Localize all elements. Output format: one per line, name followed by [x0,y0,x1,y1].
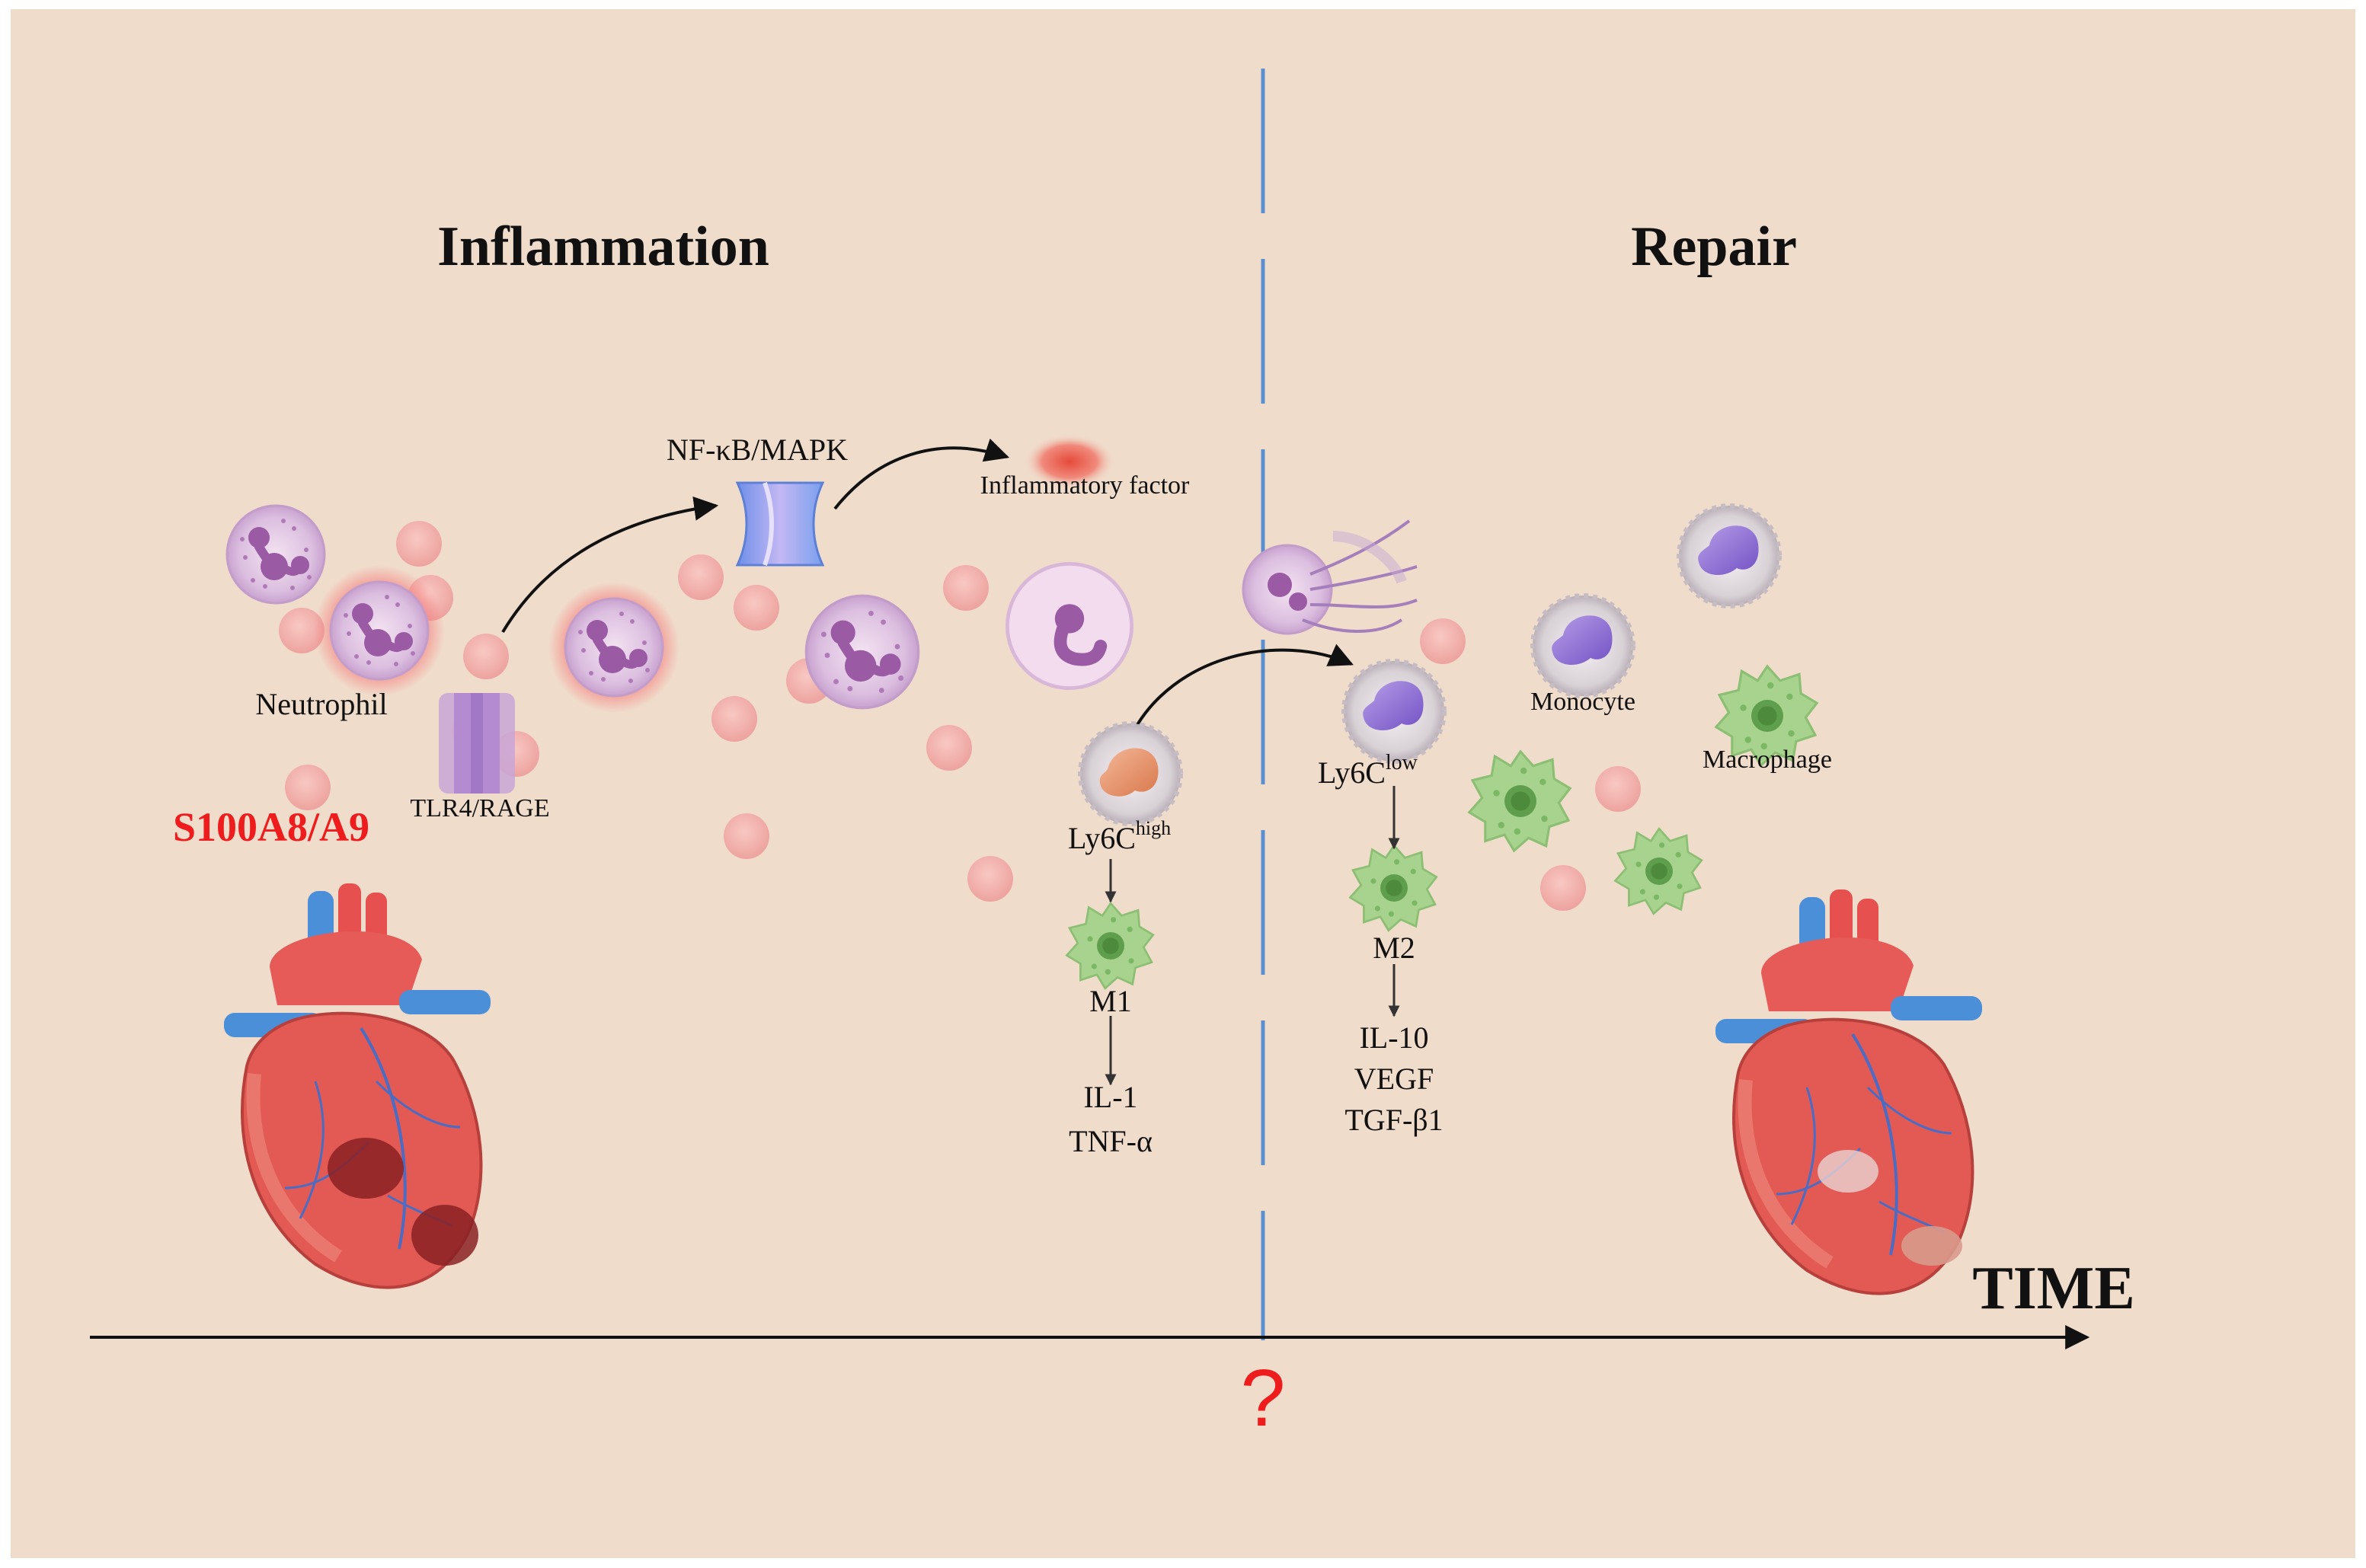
neutrophil-cell-icon [1005,561,1134,691]
m1-label: M1 [1089,984,1132,1018]
net-neutrophil-icon [1242,519,1418,635]
ly6c-high-label: Ly6Chigh [1068,817,1171,855]
m2-product: VEGF [1354,1062,1434,1096]
arrow-high-to-low [1130,643,1354,735]
m2-label: M2 [1373,931,1415,965]
s100-droplets [279,521,1641,911]
neutrophil-activated-icon [314,565,445,696]
arrow-to-nfkb [501,496,719,634]
monocyte-icon [1533,596,1633,696]
ly6c-low-label: Ly6Clow [1318,751,1418,790]
neutrophil-cell-icon [227,506,325,603]
m1-product: IL-1 [1083,1080,1137,1114]
heart-icon [224,883,491,1288]
monocyte-label: Monocyte [1530,688,1635,716]
inflammatory-factor-icon [1024,434,1115,489]
monocyte-icon [1078,721,1183,826]
repair-title: Repair [1631,216,1797,278]
neutrophil-activated-icon [548,582,679,713]
s100-label: S100A8/A9 [173,804,369,850]
heart-icon [1715,889,1982,1294]
time-label: TIME [1972,1255,2134,1322]
monocyte-icon [1679,506,1779,606]
neutrophil-cell-icon [806,596,918,707]
nfkb-mapk-label: NF-κB/MAPK [667,433,848,467]
m1-product: TNF-α [1069,1124,1153,1158]
background-panel [11,9,2355,1558]
neutrophil-label: Neutrophil [255,687,387,721]
monocyte-icon [1344,661,1444,762]
receptor-icon [735,481,825,567]
tlr4-rage-label: TLR4/RAGE [410,794,549,822]
question-mark: ? [1241,1353,1286,1443]
m2-product: TGF-β1 [1344,1103,1443,1137]
receptor-icon [439,693,515,794]
inflammation-title: Inflammation [437,216,769,278]
arrow-to-factor [833,438,1010,510]
inflammatory-factor-label: Inflammatory factor [980,471,1190,500]
macrophage-label: Macrophage [1703,746,1832,774]
m2-product: IL-10 [1359,1020,1428,1055]
